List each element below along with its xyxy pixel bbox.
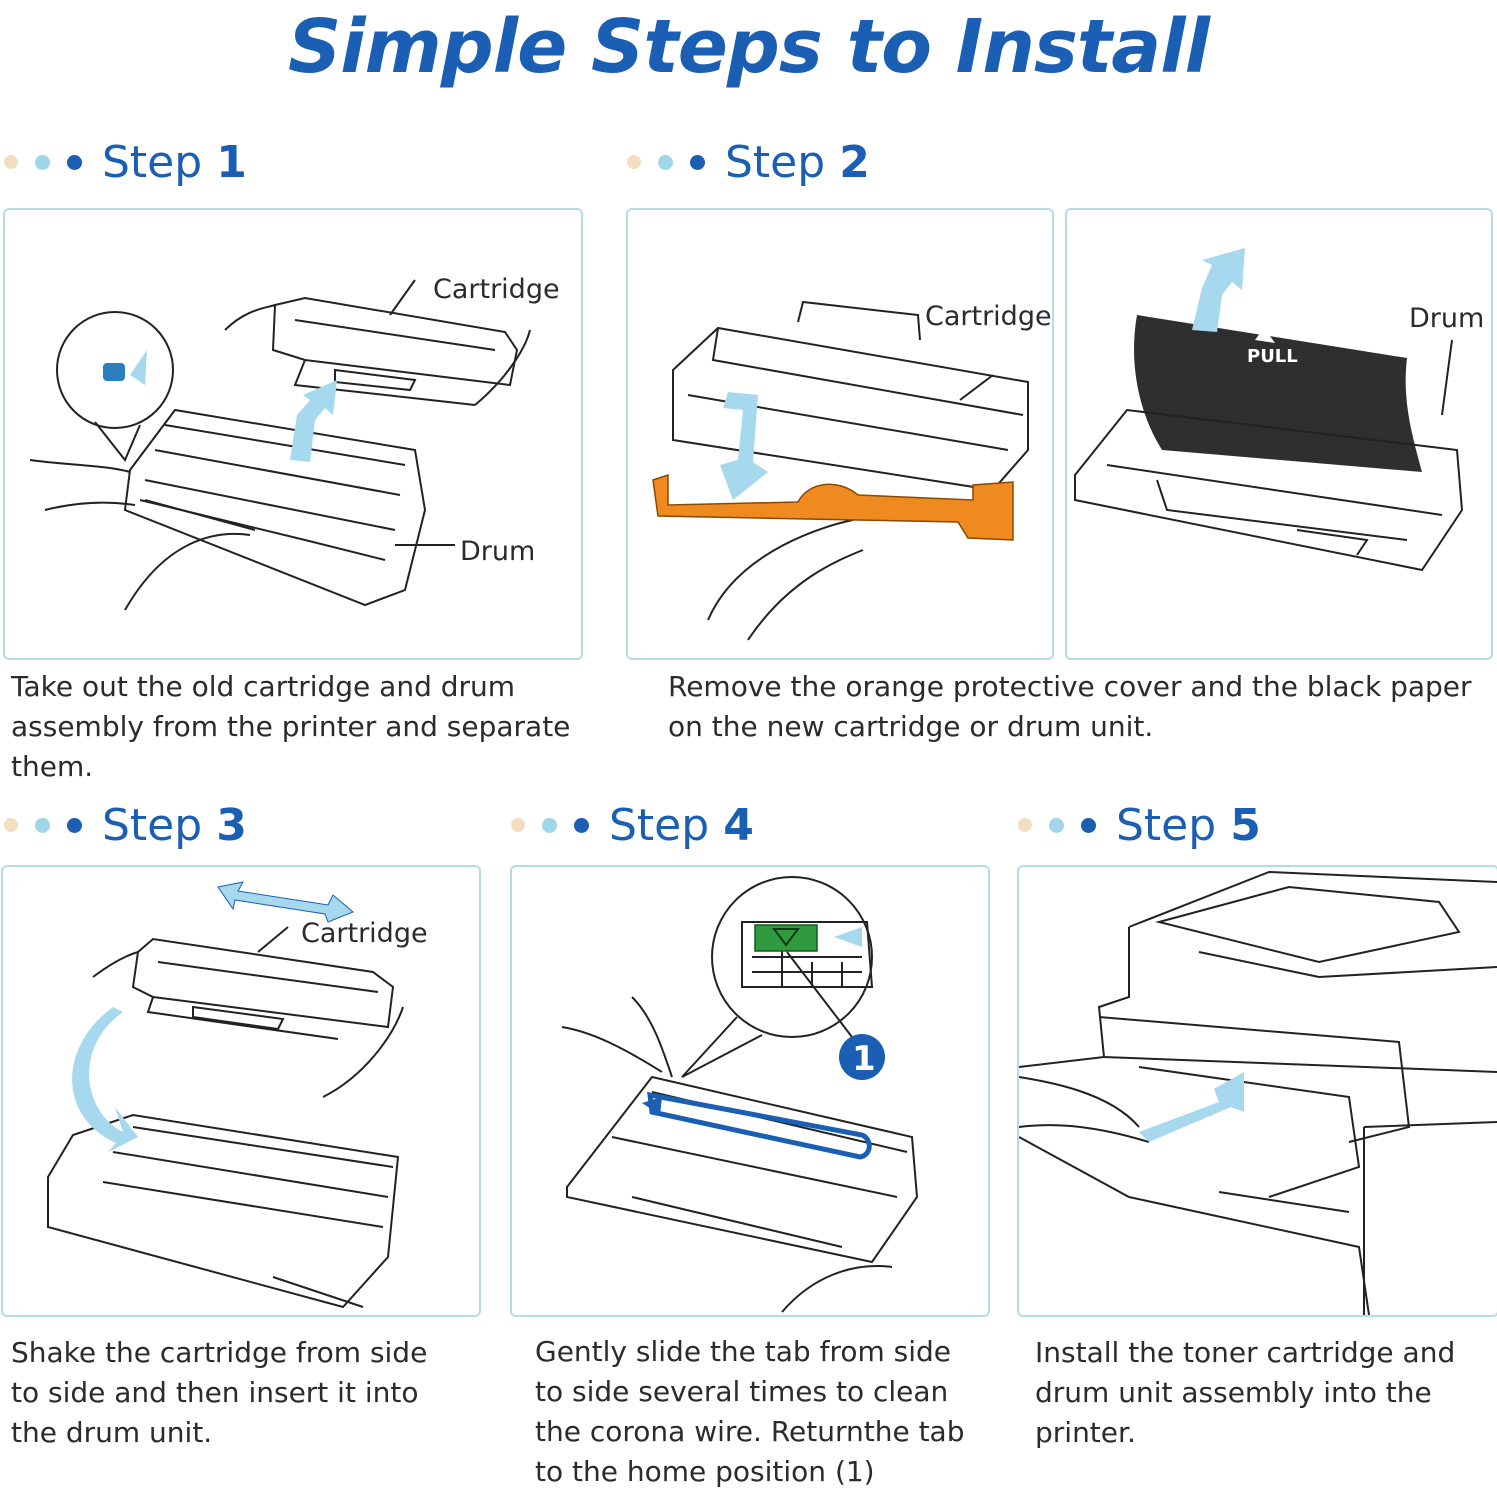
step-3-illustration: Cartridge — [1, 865, 481, 1317]
desc-line: the drum unit. — [11, 1416, 213, 1449]
step-5-description: Install the toner cartridge and drum uni… — [1035, 1333, 1495, 1453]
desc-line: Remove the orange protective cover and t… — [668, 670, 1472, 703]
step-number: 4 — [723, 799, 754, 851]
dot-beige — [1018, 818, 1032, 832]
dot-blue — [690, 154, 705, 170]
step-word: Step — [609, 799, 710, 851]
dot-blue — [67, 154, 82, 170]
drum-drawing — [566, 1075, 919, 1264]
step-4-description: Gently slide the tab from side to side s… — [535, 1332, 1005, 1492]
step-4-heading: Step 4 — [511, 795, 754, 855]
cartridge-label: Cartridge — [301, 918, 428, 949]
step-number: 2 — [839, 136, 870, 188]
drum-label: Drum — [1409, 303, 1484, 334]
step-word: Step — [102, 136, 203, 188]
desc-line: to side several times to clean — [535, 1375, 949, 1408]
cartridge-label: Cartridge — [433, 274, 560, 305]
dot-light-blue — [658, 154, 673, 170]
dot-blue — [1081, 817, 1096, 833]
desc-line: the corona wire. Returnthe tab — [535, 1415, 965, 1448]
dot-light-blue — [35, 817, 50, 833]
dot-light-blue — [1049, 817, 1064, 833]
step-4-illustration: 1 — [510, 865, 990, 1317]
left-arrow-icon — [642, 1097, 662, 1115]
dot-beige — [511, 818, 525, 832]
cartridge-label: Cartridge — [925, 301, 1052, 332]
step-word: Step — [1116, 799, 1217, 851]
black-paper — [1134, 315, 1422, 472]
step-number: 1 — [216, 136, 247, 188]
desc-line: printer. — [1035, 1416, 1136, 1449]
up-arrow-icon — [290, 380, 337, 462]
dot-blue — [67, 817, 82, 833]
dot-blue — [574, 817, 589, 833]
step-number: 5 — [1230, 799, 1261, 851]
step-5-heading: Step 5 — [1018, 795, 1261, 855]
dot-light-blue — [35, 154, 50, 170]
slide-path — [647, 1091, 872, 1160]
insert-arrow-icon — [1139, 1072, 1244, 1142]
desc-line: Take out the old cartridge and drum — [11, 670, 516, 703]
pull-label: PULL — [1247, 346, 1298, 367]
orange-cover — [652, 473, 1014, 541]
desc-line: drum unit assembly into the — [1035, 1376, 1432, 1409]
step-3-heading: Step 3 — [4, 795, 247, 855]
step-5-illustration — [1017, 865, 1497, 1317]
drum-drawing — [1074, 408, 1464, 572]
desc-line: to side and then insert it into — [11, 1376, 419, 1409]
step-2-heading: Step 2 — [627, 132, 870, 192]
step-1-heading: Step 1 — [4, 132, 247, 192]
step-word: Step — [725, 136, 826, 188]
green-tab — [754, 924, 818, 952]
curve-arrow-icon — [72, 1007, 138, 1152]
desc-line: on the new cartridge or drum unit. — [668, 710, 1154, 743]
shake-arrow-icon — [217, 881, 354, 923]
desc-line: Install the toner cartridge and — [1035, 1336, 1456, 1369]
down-arrow-icon — [720, 392, 768, 500]
step-2-paper-illustration: PULL Drum — [1065, 208, 1493, 660]
dot-beige — [4, 155, 18, 169]
step-number: 3 — [216, 799, 247, 851]
cartridge-drawing — [271, 296, 519, 387]
up-arrow-icon — [1192, 248, 1245, 332]
desc-line: assembly from the printer and separate — [11, 710, 571, 743]
desc-line: Gently slide the tab from side — [535, 1335, 952, 1368]
step-3-description: Shake the cartridge from side to side an… — [11, 1333, 501, 1453]
dot-beige — [4, 818, 18, 832]
marker-circle — [839, 1034, 885, 1080]
drum-label: Drum — [460, 536, 535, 567]
page-title: Simple Steps to Install — [288, 4, 1210, 90]
step-2-description: Remove the orange protective cover and t… — [668, 667, 1497, 747]
step-word: Step — [102, 799, 203, 851]
step-1-description: Take out the old cartridge and drum asse… — [11, 667, 611, 787]
desc-line: them. — [11, 750, 94, 783]
marker-number: 1 — [852, 1039, 876, 1079]
desc-line: to the home position (1) — [535, 1455, 875, 1488]
drum-drawing — [123, 408, 427, 607]
drum-drawing — [47, 1113, 400, 1309]
step-1-illustration: Cartridge Drum — [3, 208, 583, 660]
cartridge-drawing — [131, 937, 395, 1029]
desc-line: Shake the cartridge from side — [11, 1336, 428, 1369]
step-2-cover-illustration: Cartridge — [626, 208, 1054, 660]
dot-light-blue — [542, 817, 557, 833]
dot-beige — [627, 155, 641, 169]
